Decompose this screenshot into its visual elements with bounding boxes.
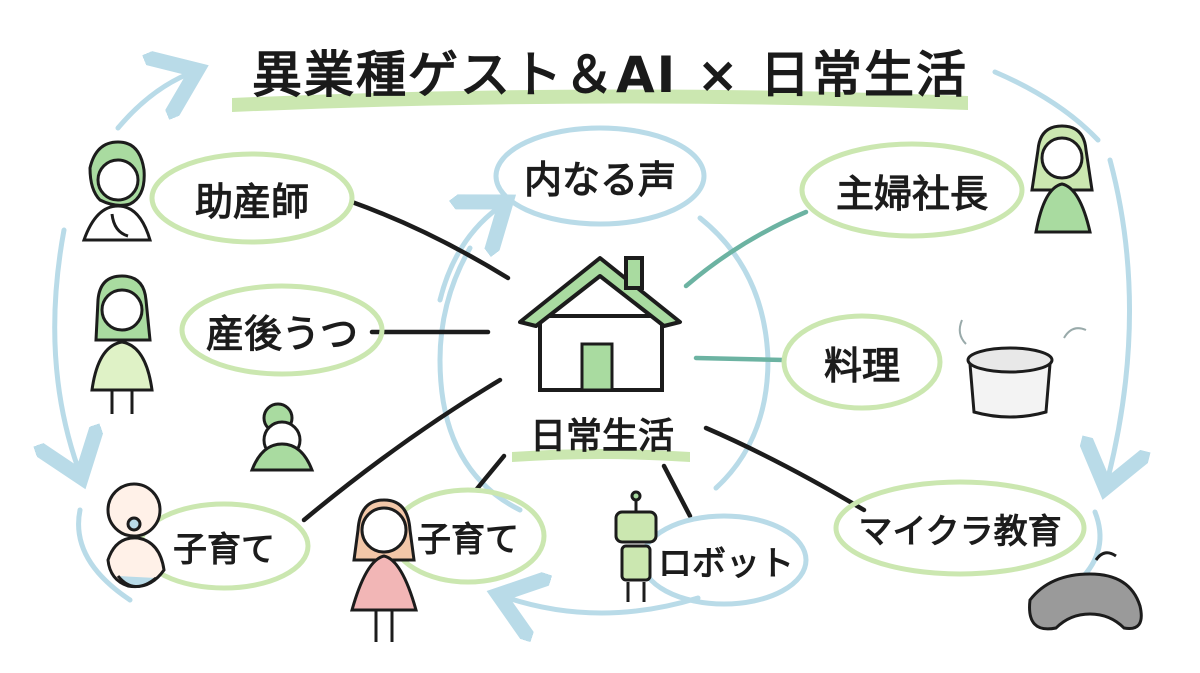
node-minecraft-education: マイクラ教育 bbox=[858, 511, 1062, 552]
bubble-midwife bbox=[149, 151, 355, 245]
game-controller-icon bbox=[1028, 551, 1143, 631]
small-baby-figure bbox=[249, 402, 315, 472]
connector-cooking bbox=[693, 355, 787, 363]
node-housewife-ceo: 主婦社長 bbox=[835, 171, 988, 216]
connector-minecraft bbox=[703, 425, 867, 513]
connectors bbox=[301, 199, 867, 523]
house-icon bbox=[518, 256, 682, 392]
arrow-left-lower bbox=[76, 507, 133, 603]
arrow-left bbox=[55, 227, 78, 468]
node-robot: ロボット bbox=[658, 543, 794, 584]
arrow-bottom bbox=[508, 598, 701, 613]
postpartum-figure bbox=[90, 274, 154, 414]
arrow-inner-up bbox=[437, 208, 498, 303]
connectors-teal bbox=[683, 209, 809, 363]
center-highlight bbox=[512, 449, 690, 462]
page-title: 異業種ゲスト＆AI × 日常生活 bbox=[251, 46, 968, 104]
housewife-ceo-figure bbox=[1030, 124, 1094, 234]
arrow-right bbox=[1108, 157, 1130, 478]
node-midwife: 助産師 bbox=[194, 179, 309, 224]
node-postpartum: 産後うつ bbox=[205, 311, 358, 356]
node-childcare-center: 子育て bbox=[417, 519, 519, 560]
node-inner-voice: 内なる声 bbox=[523, 157, 676, 202]
node-cooking: 料理 bbox=[823, 343, 900, 388]
girl-figure bbox=[350, 498, 418, 642]
pot-icon bbox=[958, 319, 1087, 419]
bubble-housewife-ceo bbox=[799, 141, 1025, 239]
connector-housewife-ceo bbox=[683, 209, 809, 289]
arrow-top-right bbox=[992, 69, 1101, 143]
connector-midwife bbox=[349, 199, 511, 281]
connector-robot bbox=[661, 463, 693, 519]
center-label: 日常生活 bbox=[529, 416, 674, 457]
bubble-cooking bbox=[781, 313, 943, 411]
connector-childcare-center bbox=[473, 453, 507, 493]
baby-figure bbox=[106, 482, 166, 589]
bubble-minecraft bbox=[833, 479, 1087, 577]
node-childcare-left: 子育て bbox=[173, 529, 275, 570]
title-highlight bbox=[232, 89, 968, 112]
bubble-inner-voice bbox=[493, 125, 707, 227]
cycle-arrows bbox=[55, 72, 1130, 613]
robot-figure bbox=[614, 490, 658, 602]
arrow-top-left bbox=[115, 74, 188, 131]
bubbles bbox=[137, 125, 1087, 607]
midwife-figure bbox=[81, 140, 153, 242]
bubble-postpartum bbox=[179, 283, 385, 377]
connector-childcare-left bbox=[301, 377, 503, 523]
